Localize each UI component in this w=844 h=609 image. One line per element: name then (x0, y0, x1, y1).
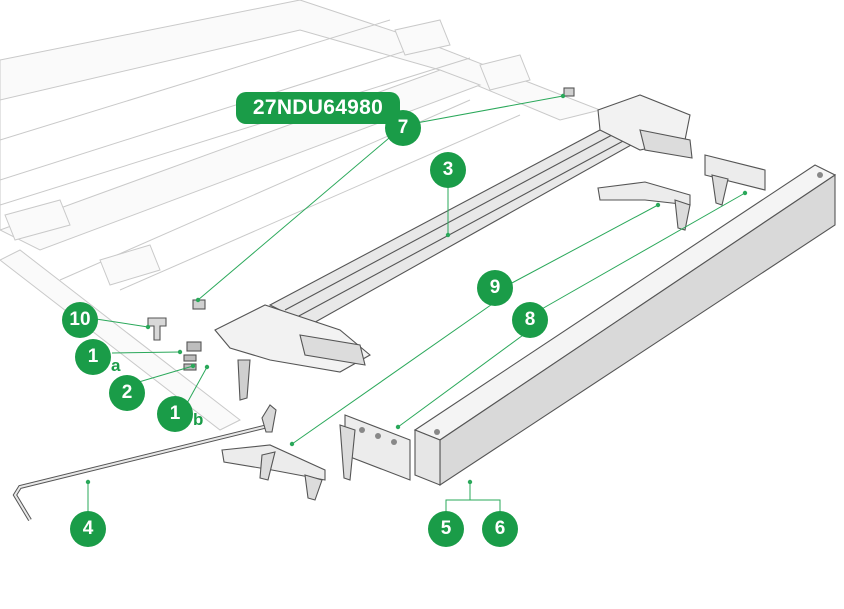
callout-5: 5 (428, 511, 464, 547)
front-profile-parts-5-6 (413, 164, 837, 487)
crossbar-rail-part-3 (214, 94, 693, 401)
callout-7: 7 (385, 110, 421, 146)
support-rod-part-4 (12, 404, 277, 522)
callout-9: 9 (477, 270, 513, 306)
callout-2: 2 (109, 375, 145, 411)
callout-1a: 1 (75, 339, 111, 375)
angle-bracket-part-8 (339, 154, 766, 481)
leader-lines (87, 95, 746, 513)
part-number-badge: 27NDU64980 (236, 92, 400, 124)
callout-6: 6 (482, 511, 518, 547)
mounting-bracket-part-9 (221, 181, 691, 501)
callout-1a-sub: a (111, 356, 121, 375)
callout-1b-sub: b (193, 410, 204, 429)
callout-4: 4 (70, 511, 106, 547)
callout-3: 3 (430, 152, 466, 188)
leader-dots (85, 93, 748, 485)
callout-8: 8 (512, 302, 548, 338)
callout-1b: 1 (157, 396, 193, 432)
callout-10: 10 (62, 302, 98, 338)
